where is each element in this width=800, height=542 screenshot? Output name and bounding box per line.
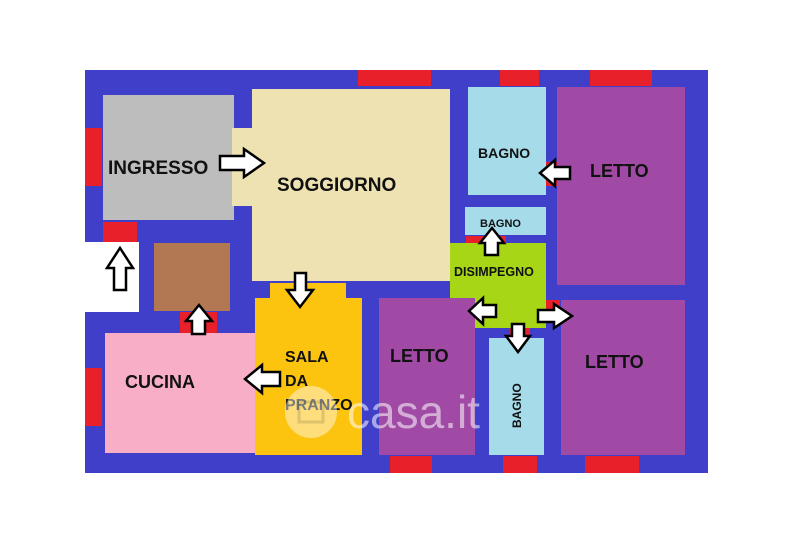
watermark-house-icon	[297, 400, 325, 424]
window	[390, 456, 432, 473]
window	[503, 456, 537, 473]
entrance-notch	[82, 242, 139, 312]
room-letto-bottom-right	[561, 300, 685, 455]
room-cucina	[105, 333, 255, 453]
window	[500, 70, 539, 86]
arrow-down-icon	[284, 271, 316, 310]
label-letto-bottom-right: LETTO	[585, 352, 644, 372]
arrow-left-icon	[467, 295, 498, 327]
label-ingresso: INGRESSO	[108, 158, 208, 179]
label-bagno-small: BAGNO	[480, 218, 521, 230]
arrow-down-icon	[503, 322, 533, 355]
label-bagno-top: BAGNO	[478, 145, 530, 161]
room-bagno-vertical	[489, 338, 544, 455]
room-bagno-top	[468, 87, 546, 195]
watermark-logo-icon	[285, 386, 337, 438]
label-bagno-vertical: BAGNO	[510, 383, 524, 428]
label-letto-top-right: LETTO	[590, 161, 649, 181]
room-letto-top-right	[557, 87, 685, 285]
label-disimpegno: DISIMPEGNO	[454, 265, 534, 279]
window	[85, 368, 102, 426]
label-cucina: CUCINA	[125, 372, 195, 392]
room-ripostiglio	[154, 243, 230, 311]
label-soggiorno: SOGGIORNO	[277, 175, 396, 196]
window	[585, 456, 639, 473]
arrows	[104, 146, 575, 396]
arrow-left-icon	[538, 157, 572, 189]
arrow-right-icon	[536, 301, 575, 331]
arrow-right-icon	[218, 146, 267, 180]
arrow-up-icon	[104, 245, 136, 292]
window	[590, 70, 652, 86]
room-letto-middle	[379, 298, 475, 455]
room-soggiorno	[252, 89, 450, 281]
window	[85, 128, 102, 186]
window	[358, 70, 431, 86]
casa-it-watermark: casa.it	[285, 386, 480, 438]
arrow-left-icon	[243, 362, 282, 396]
label-sala-line3: PRANZO	[285, 397, 353, 414]
arrow-up-icon	[477, 225, 507, 257]
room-sala-da-pranzo	[255, 283, 362, 455]
label-sala-line1: SALA	[285, 349, 329, 366]
label-letto-middle: LETTO	[390, 346, 449, 366]
watermark-text: casa.it	[347, 386, 480, 438]
entrance-door	[103, 222, 137, 242]
label-sala-line2: DA	[285, 373, 309, 390]
room-ingresso	[103, 95, 234, 220]
room-bagno-small	[465, 207, 546, 235]
arrow-up-icon	[183, 303, 215, 336]
